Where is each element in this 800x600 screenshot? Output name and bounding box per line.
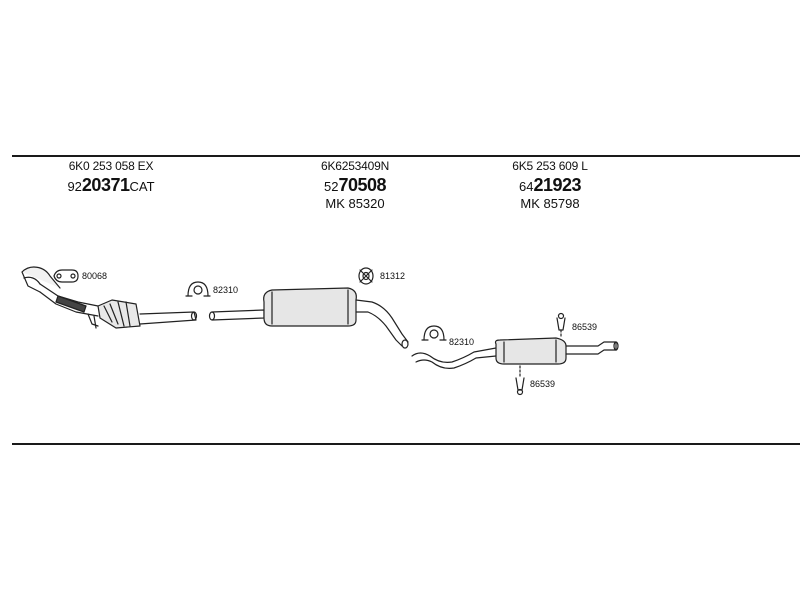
clamp-icon: [185, 281, 211, 297]
ring-icon: [358, 267, 374, 285]
part-code: 5270508: [300, 176, 410, 194]
clamp-front-label: 82310: [213, 285, 239, 295]
code-prefix: 64: [518, 179, 534, 194]
hanger-bottom-label: 86539: [530, 379, 556, 389]
ring-label: 81312: [380, 271, 406, 281]
gasket-icon: [53, 269, 79, 283]
catalytic-converter-header: 6K0 253 058 EX 9220371CAT: [56, 160, 166, 194]
front-pipe-catalytic-converter: [21, 266, 198, 329]
middle-silencer: [208, 287, 409, 349]
oe-number: 6K0 253 058 EX: [68, 159, 154, 173]
bottom-divider: [12, 443, 800, 445]
top-divider: [12, 155, 800, 157]
rear-silencer-header: 6K5 253 609 L 6421923 MK 85798: [495, 160, 605, 210]
code-suffix: CAT: [129, 179, 155, 194]
part-code: 9220371CAT: [56, 176, 166, 194]
code-prefix: 52: [323, 179, 339, 194]
oe-number: 6K5 253 609 L: [512, 159, 588, 173]
hanger-top-label: 86539: [572, 322, 598, 332]
part-code: 6421923: [495, 176, 605, 194]
clamp-rear-label: 82310: [449, 337, 475, 347]
rear-silencer: [411, 337, 619, 369]
code-main: 21923: [533, 175, 582, 195]
mounting-kit: MK 85320: [325, 196, 385, 211]
code-prefix: 92: [67, 179, 82, 194]
hanger-icon: [515, 365, 525, 396]
mounting-kit: MK 85798: [520, 196, 580, 211]
hanger-icon: [556, 312, 566, 339]
oe-number: 6K6253409N: [320, 159, 390, 173]
gasket-label: 80068: [82, 271, 108, 281]
code-main: 20371: [81, 175, 130, 195]
middle-silencer-header: 6K6253409N 5270508 MK 85320: [300, 160, 410, 210]
clamp-icon: [421, 325, 447, 341]
code-main: 70508: [338, 175, 387, 195]
